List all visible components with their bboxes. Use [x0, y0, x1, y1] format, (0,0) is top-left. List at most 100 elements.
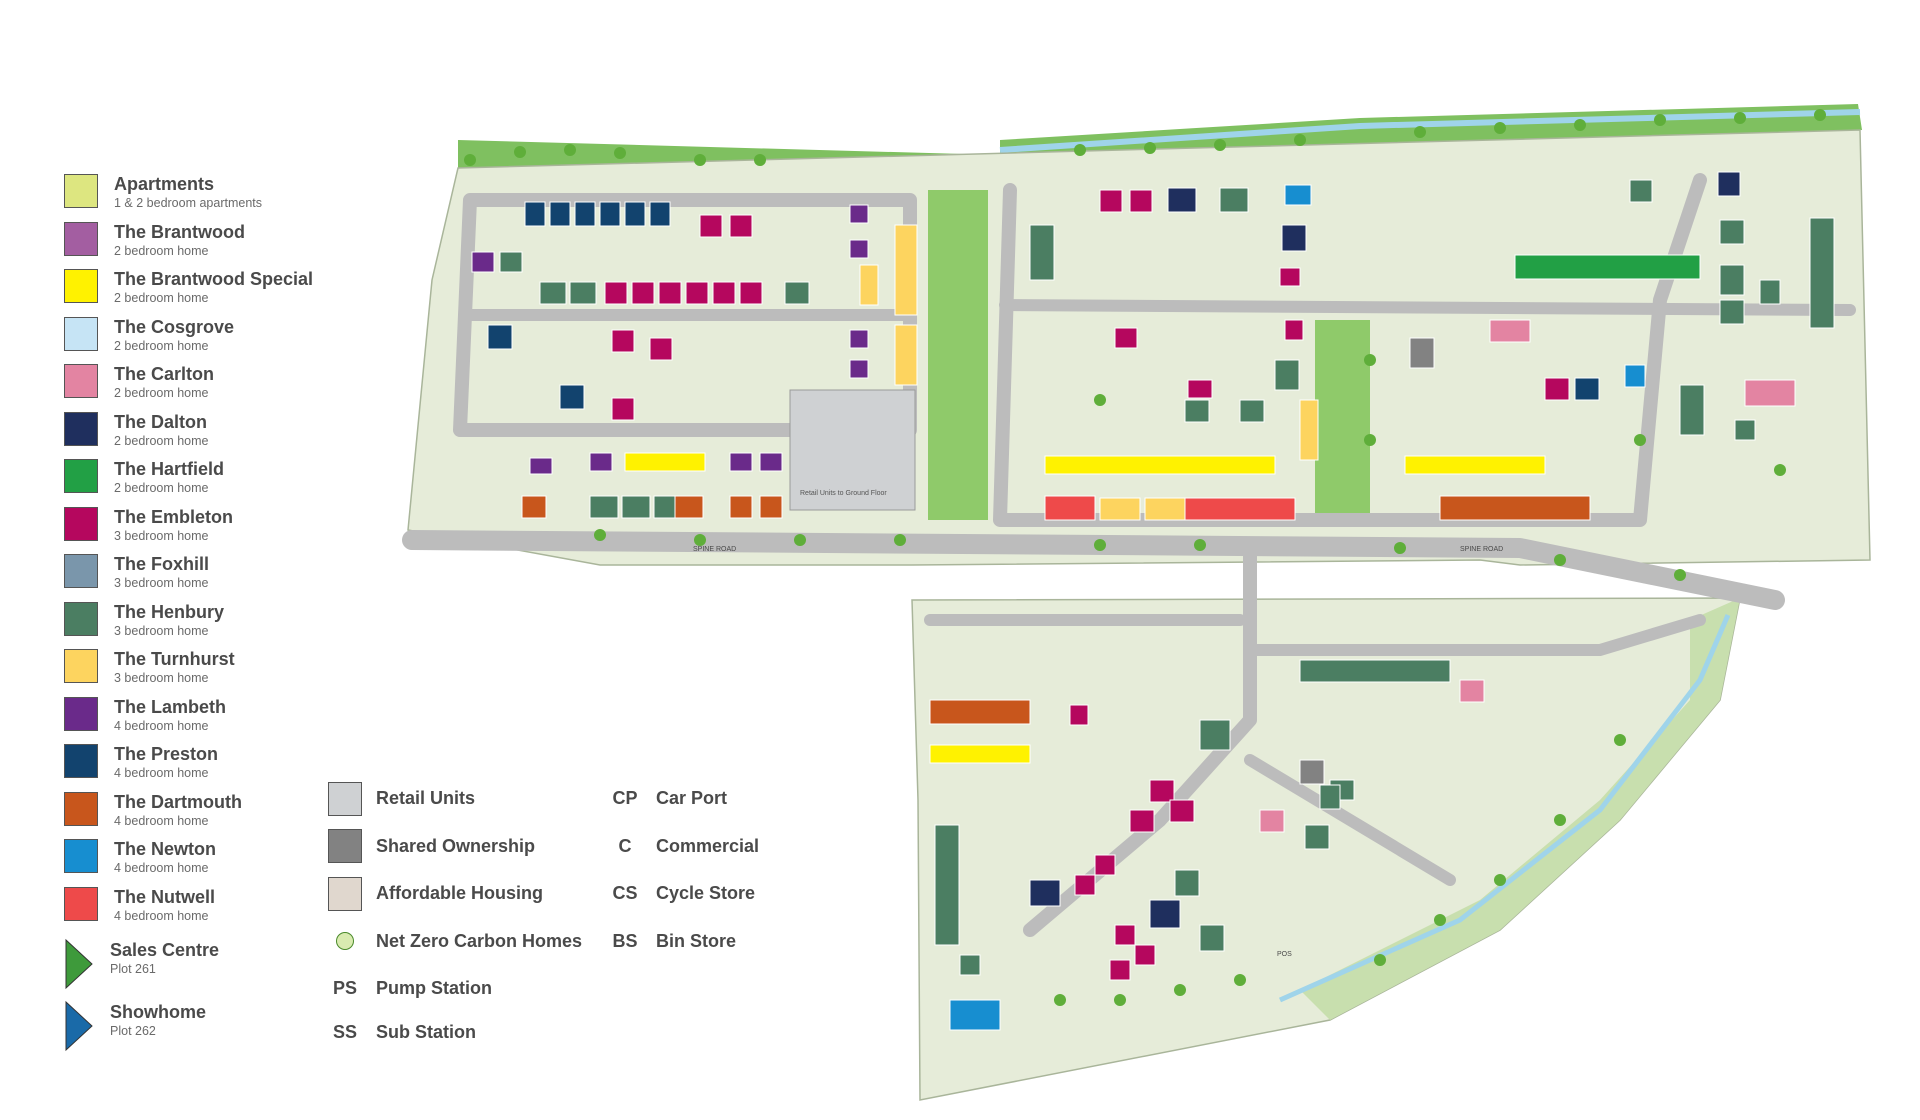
legend-swatch	[64, 649, 98, 683]
south-road	[1244, 754, 1456, 886]
affordable-housing-swatch	[328, 876, 362, 911]
plots-north-east	[1029, 171, 1835, 521]
net-zero-label: Net Zero Carbon Homes	[376, 930, 583, 951]
pos-label: POS	[1277, 951, 1292, 958]
legend-title: The Brantwood	[114, 221, 245, 242]
legend-title: The Foxhill	[114, 554, 210, 574]
legend-item: The Foxhill 3 bedroom home	[64, 552, 324, 600]
abbrev-cs: CS Cycle Store	[608, 870, 759, 918]
legend-swatch	[64, 174, 98, 208]
legend-swatch	[64, 744, 98, 778]
tenure-affordable-housing: Affordable Housing	[328, 870, 582, 918]
abbrev-name: Pump Station	[376, 978, 492, 999]
legend-swatch	[64, 554, 98, 588]
legend-title: The Preston	[114, 744, 219, 764]
tenure-legend: Retail Units Shared Ownership Affordable…	[328, 775, 582, 1053]
legend-title: The Nutwell	[114, 886, 216, 907]
legend-title: The Brantwood Special	[114, 269, 314, 289]
legend-swatch	[64, 696, 98, 731]
spine-road-label: SPINE ROAD	[693, 546, 736, 553]
affordable-housing-label: Affordable Housing	[376, 883, 543, 904]
legend-text: The Brantwood Special 2 bedroom home	[114, 267, 313, 305]
abbrev-ss: SS Sub Station	[328, 1013, 582, 1053]
abbreviation-legend: CP Car Port C Commercial CS Cycle Store …	[608, 775, 759, 965]
plots-south	[929, 659, 1485, 1031]
south-green-edge	[1300, 598, 1740, 1020]
legend-swatch	[64, 601, 98, 636]
legend-subtitle: 4 bedroom home	[114, 908, 209, 923]
legend-title: Showhome	[110, 1002, 207, 1022]
legend-subtitle: 3 bedroom home	[114, 528, 209, 543]
abbrev-bs: BS Bin Store	[608, 918, 759, 966]
legend-swatch	[64, 506, 98, 541]
south-road	[1244, 614, 1706, 656]
legend-subtitle: 3 bedroom home	[114, 623, 209, 638]
abbrev-code: PS	[332, 978, 357, 999]
legend-title: The Hartfield	[114, 459, 225, 479]
triangle-flag-icon	[64, 1000, 94, 1052]
legend-swatch	[64, 364, 98, 398]
legend-subtitle: Plot 262	[110, 1024, 156, 1038]
legend-title: Sales Centre	[110, 940, 220, 960]
legend-subtitle: 2 bedroom home	[114, 481, 209, 495]
abbrev-code: CP	[612, 788, 638, 809]
spine-road-label: SPINE ROAD	[1460, 546, 1503, 553]
legend-title: Apartments	[114, 174, 215, 194]
legend-title: The Dartmouth	[114, 791, 242, 812]
legend-subtitle: 4 bedroom home	[114, 766, 209, 780]
abbrev-c: C Commercial	[608, 823, 760, 871]
legend-subtitle: 3 bedroom home	[114, 576, 209, 590]
triangle-flag-icon	[64, 938, 94, 990]
legend-title: The Lambeth	[114, 696, 227, 717]
net-zero-row: Net Zero Carbon Homes	[328, 918, 582, 966]
legend-subtitle: 3 bedroom home	[114, 671, 209, 685]
legend-item: The Brantwood Special 2 bedroom home	[64, 267, 324, 315]
legend-subtitle: 4 bedroom home	[114, 718, 209, 733]
legend-text: The Hartfield 2 bedroom home	[114, 457, 224, 495]
legend-title: The Dalton	[114, 411, 207, 432]
legend-swatch	[64, 221, 98, 256]
legend-subtitle: 2 bedroom home	[114, 291, 209, 305]
site-plan-map: Retail Units to Ground Floor	[402, 104, 1871, 1101]
legend-item: The Turnhurst 3 bedroom home	[64, 647, 324, 695]
legend-swatch	[64, 791, 98, 826]
legend-title: The Newton	[114, 839, 216, 859]
legend-swatch	[64, 411, 98, 446]
net-zero-dot-icon	[336, 932, 354, 951]
legend-title: The Turnhurst	[114, 649, 235, 669]
abbrev-ps: PS Pump Station	[328, 965, 582, 1013]
legend-subtitle: 1 & 2 bedroom apartments	[114, 196, 262, 210]
legend-swatch	[64, 269, 98, 303]
abbrev-cp: CP Car Port	[608, 775, 759, 823]
tenure-retail-units: Retail Units	[328, 775, 582, 823]
north-water-channel	[999, 109, 1861, 153]
tenure-shared-ownership: Shared Ownership	[328, 823, 582, 871]
legend-subtitle: 2 bedroom home	[114, 386, 209, 400]
green-corridor	[1315, 320, 1370, 520]
abbrev-name: Bin Store	[656, 930, 737, 951]
legend-swatch	[64, 316, 98, 351]
legend-title: The Cosgrove	[114, 316, 235, 337]
legend-text: The Turnhurst 3 bedroom home	[114, 647, 235, 685]
green-corridor	[928, 190, 988, 520]
plots-north-west	[471, 201, 918, 519]
south-water-channel	[1278, 614, 1731, 1003]
